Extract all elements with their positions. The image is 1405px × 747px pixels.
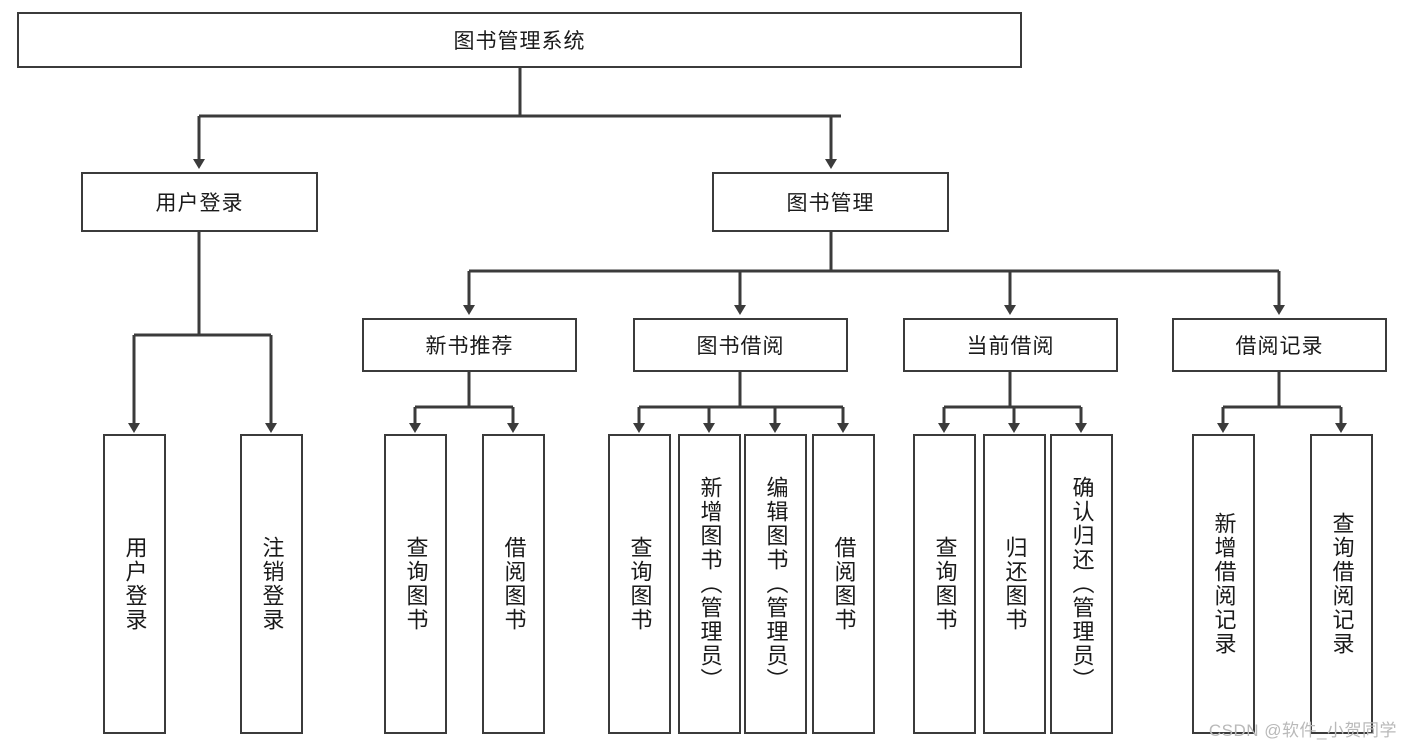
leaf-query-record[interactable]: 查询借阅记录 [1310, 434, 1373, 734]
node-current-borrow-label: 当前借阅 [966, 335, 1055, 358]
leaf-add-book-label: 新增图书（管理员） [697, 476, 723, 692]
node-new-book-rec-label: 新书推荐 [425, 335, 514, 358]
leaf-query-book-3-label: 查询图书 [932, 536, 958, 632]
leaf-user-login[interactable]: 用户登录 [103, 434, 166, 734]
leaf-query-record-label: 查询借阅记录 [1329, 512, 1355, 656]
leaf-logout[interactable]: 注销登录 [240, 434, 303, 734]
node-user-login[interactable]: 用户登录 [81, 172, 318, 232]
node-borrow-record-label: 借阅记录 [1235, 335, 1324, 358]
leaf-confirm-return-label: 确认归还（管理员） [1069, 476, 1095, 692]
leaf-query-book-1[interactable]: 查询图书 [384, 434, 447, 734]
leaf-query-book-2[interactable]: 查询图书 [608, 434, 671, 734]
leaf-confirm-return[interactable]: 确认归还（管理员） [1050, 434, 1113, 734]
leaf-borrow-book-1-label: 借阅图书 [501, 536, 527, 632]
node-user-login-label: 用户登录 [155, 192, 244, 215]
node-root[interactable]: 图书管理系统 [17, 12, 1022, 68]
leaf-add-book[interactable]: 新增图书（管理员） [678, 434, 741, 734]
node-new-book-rec[interactable]: 新书推荐 [362, 318, 577, 372]
node-borrow-record[interactable]: 借阅记录 [1172, 318, 1387, 372]
node-book-borrow[interactable]: 图书借阅 [633, 318, 848, 372]
leaf-user-login-label: 用户登录 [122, 536, 148, 632]
csdn-watermark: CSDN @软件_小贺同学 [1208, 721, 1397, 740]
leaf-borrow-book-2[interactable]: 借阅图书 [812, 434, 875, 734]
leaf-add-record[interactable]: 新增借阅记录 [1192, 434, 1255, 734]
leaf-edit-book[interactable]: 编辑图书（管理员） [744, 434, 807, 734]
leaf-logout-label: 注销登录 [259, 536, 285, 632]
node-book-borrow-label: 图书借阅 [696, 335, 785, 358]
leaf-return-book[interactable]: 归还图书 [983, 434, 1046, 734]
node-current-borrow[interactable]: 当前借阅 [903, 318, 1118, 372]
leaf-query-book-2-label: 查询图书 [627, 536, 653, 632]
leaf-query-book-1-label: 查询图书 [403, 536, 429, 632]
node-root-label: 图书管理系统 [453, 30, 586, 53]
leaf-add-record-label: 新增借阅记录 [1211, 512, 1237, 656]
leaf-query-book-3[interactable]: 查询图书 [913, 434, 976, 734]
node-book-manage[interactable]: 图书管理 [712, 172, 949, 232]
leaf-return-book-label: 归还图书 [1002, 536, 1028, 632]
leaf-edit-book-label: 编辑图书（管理员） [763, 476, 789, 692]
node-book-manage-label: 图书管理 [786, 192, 875, 215]
leaf-borrow-book-1[interactable]: 借阅图书 [482, 434, 545, 734]
leaf-borrow-book-2-label: 借阅图书 [831, 536, 857, 632]
